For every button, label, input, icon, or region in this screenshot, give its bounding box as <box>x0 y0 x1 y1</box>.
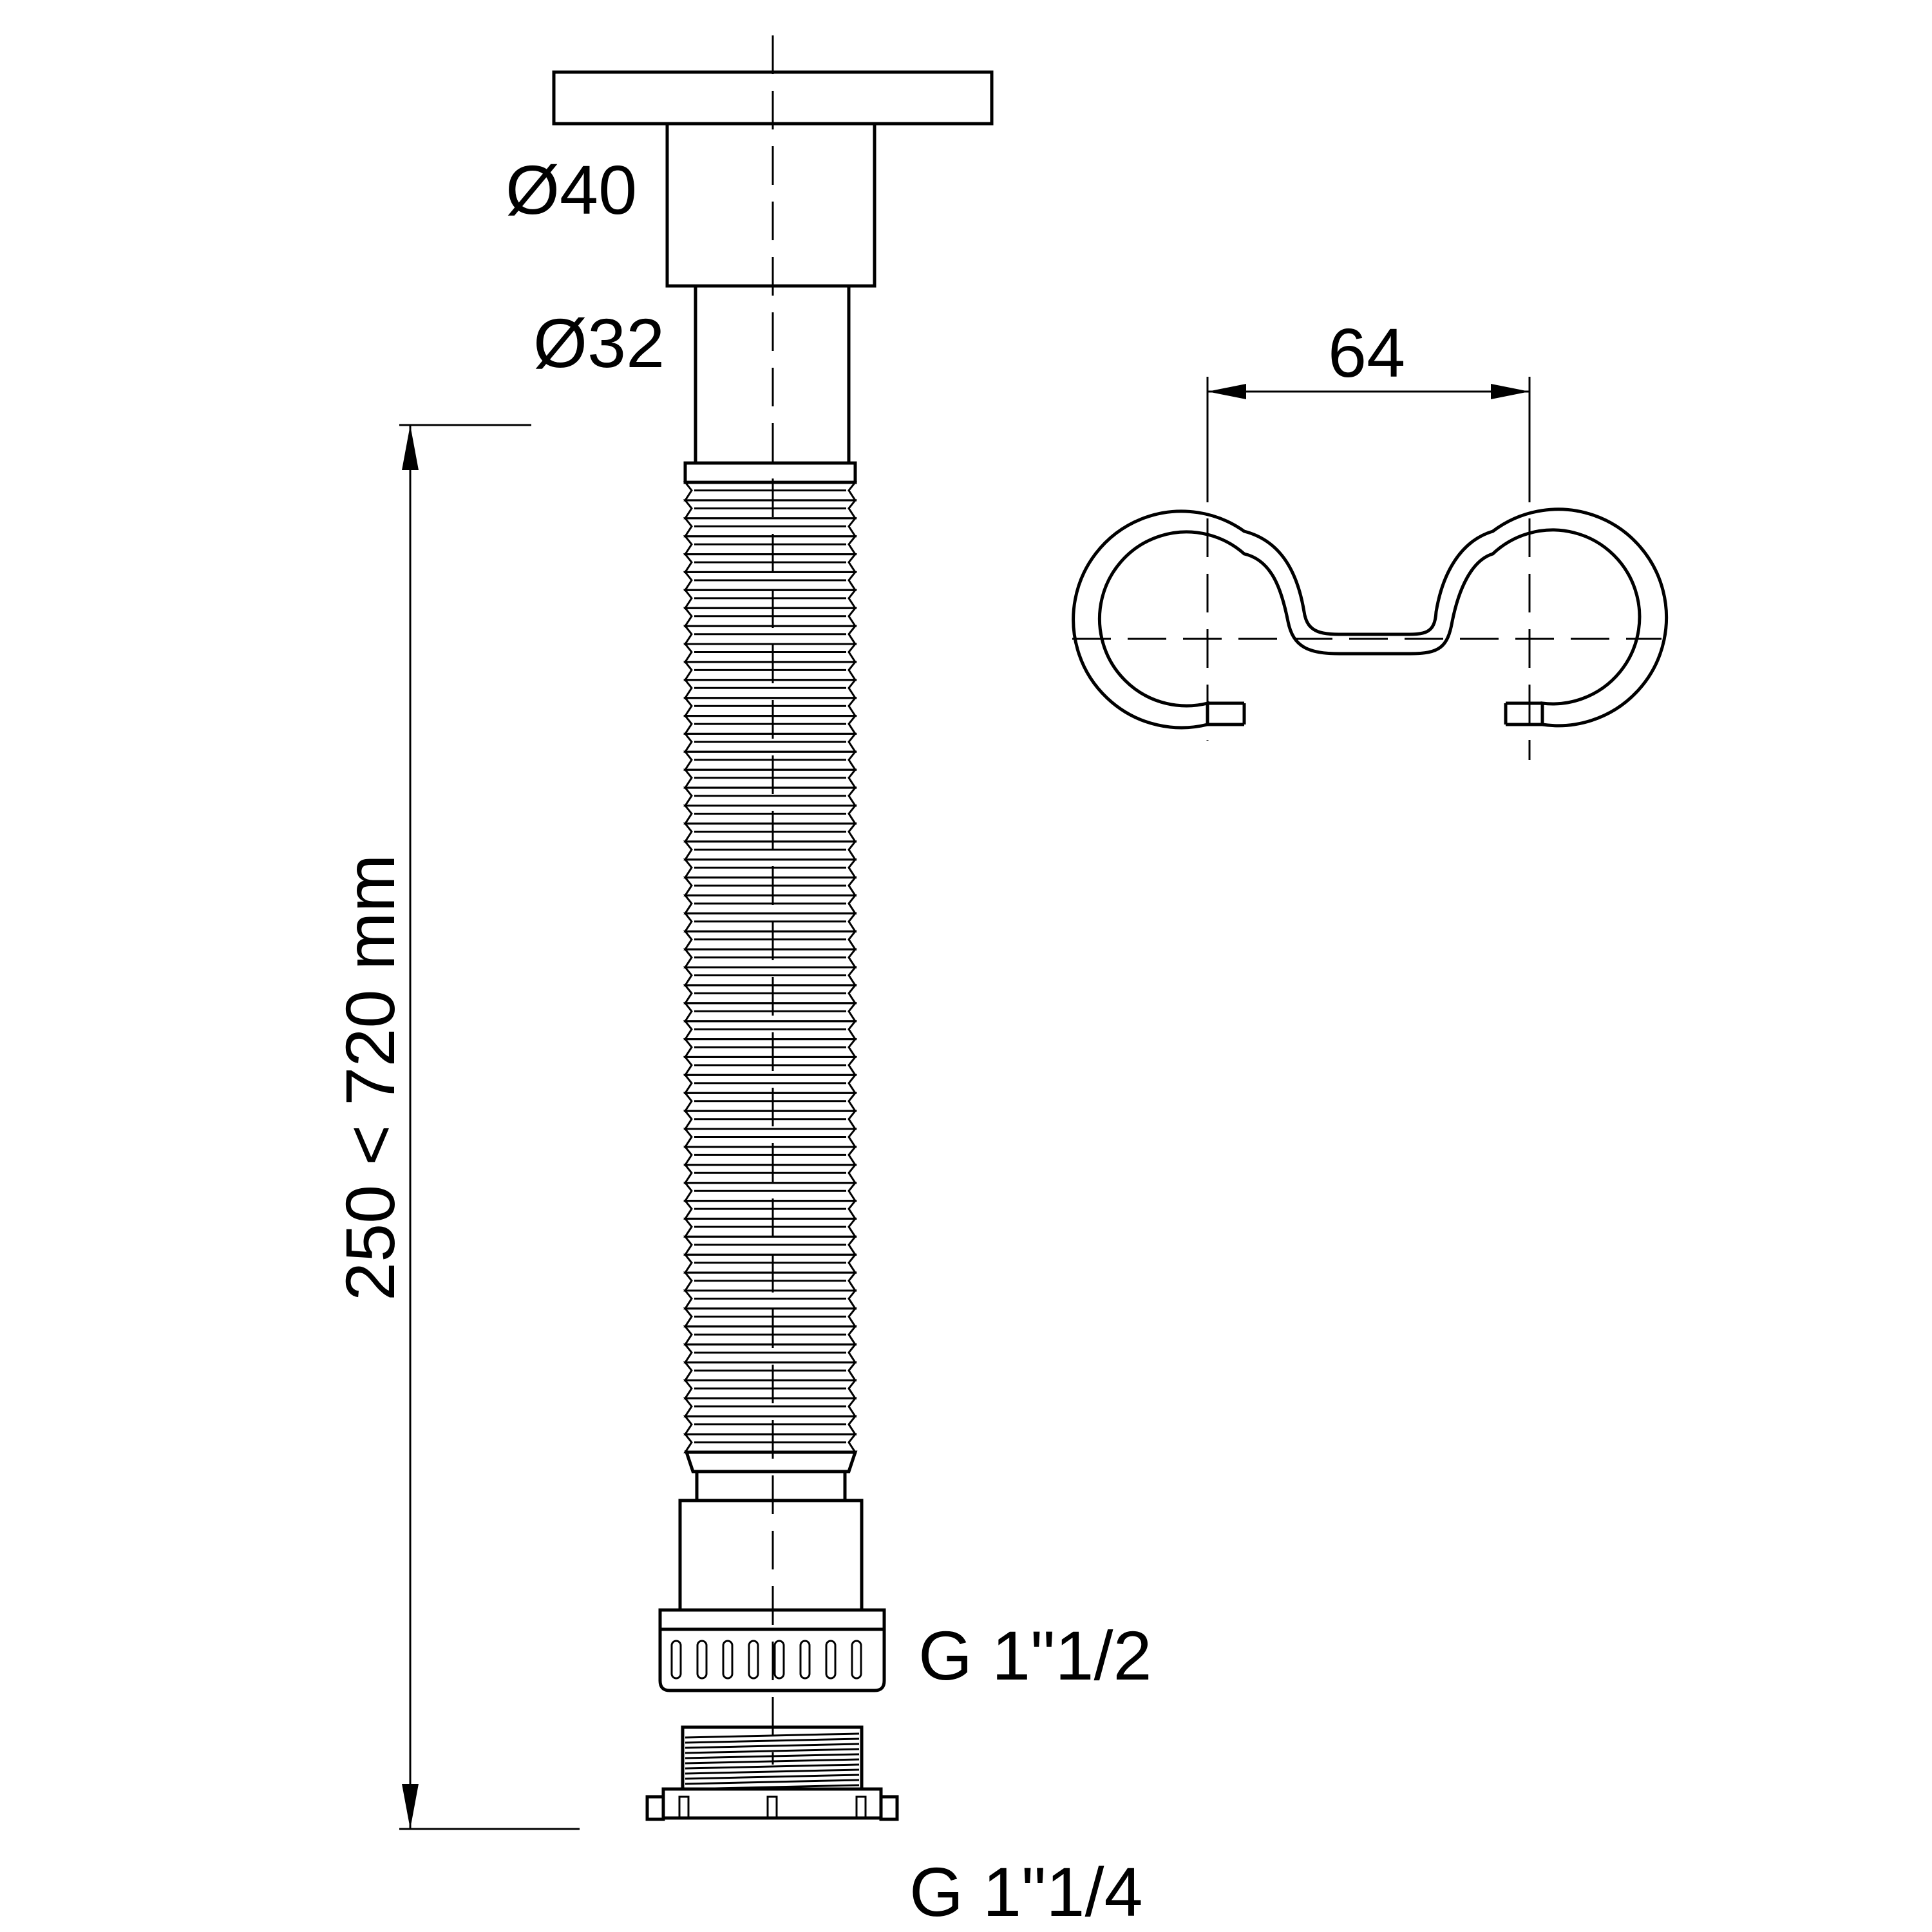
thread-line <box>685 1779 860 1785</box>
thread-g112-label: G 1"1/2 <box>918 1616 1152 1694</box>
double-clip <box>1072 507 1669 730</box>
thread-line <box>685 1743 860 1749</box>
thread-line <box>685 1738 860 1744</box>
thread-line <box>685 1774 860 1780</box>
length-range-label: 250 < 720 mm <box>331 855 409 1301</box>
nut-slot <box>670 1640 682 1680</box>
nut-slot <box>696 1640 708 1680</box>
thread-line <box>685 1763 860 1770</box>
hose-ribs <box>683 481 858 1454</box>
thread-g114-label: G 1"1/4 <box>909 1853 1143 1931</box>
length-dimension <box>399 424 580 1830</box>
lower-sleeve <box>678 1499 864 1612</box>
nut-slot <box>799 1640 811 1680</box>
nut-ribs <box>670 1640 862 1680</box>
threaded-tail <box>645 1725 899 1821</box>
diameter-32-label: Ø32 <box>533 304 665 382</box>
nut-g112 <box>658 1608 886 1692</box>
corrugated-hose <box>683 461 858 1502</box>
spacing-label: 64 <box>1328 314 1405 392</box>
diameter-40-label: Ø40 <box>506 151 637 229</box>
nut-slot <box>825 1640 837 1680</box>
nut-slot <box>773 1640 785 1680</box>
clip-centerlines <box>1072 518 1662 760</box>
nut-slot <box>748 1640 759 1680</box>
spacing-dimension <box>1206 377 1531 502</box>
nut-slot <box>722 1640 734 1680</box>
thread-line <box>685 1748 860 1754</box>
upper-sleeve-d40 <box>665 122 876 288</box>
nut-slot <box>851 1640 862 1680</box>
thread-line <box>685 1768 860 1775</box>
